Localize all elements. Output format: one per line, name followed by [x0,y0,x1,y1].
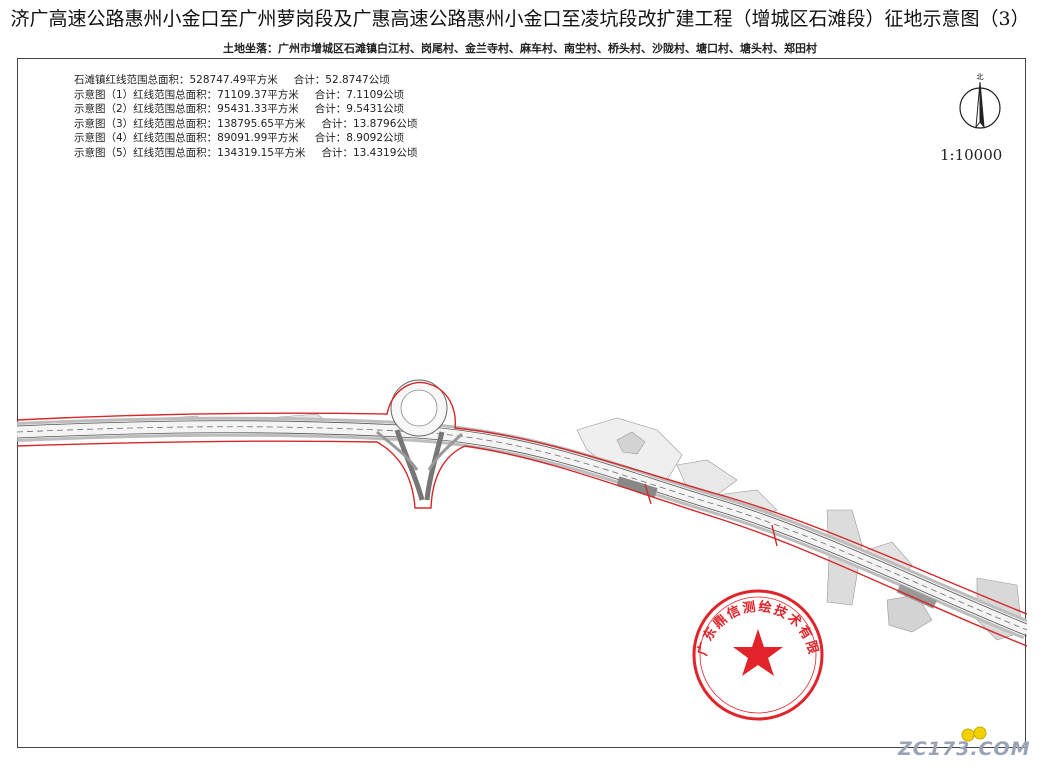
area-label: 示意图（5）红线范围总面积：134319.15平方米 [74,146,306,159]
terrain-features [136,413,1023,641]
north-arrow-icon: 北 [957,72,1003,136]
red-line-boundary [17,381,1027,647]
area-row: 示意图（3）红线范围总面积：138795.65平方米 合计：13.8796公顷 [74,117,417,132]
map-scale: 1:10000 [940,146,1003,164]
map-title: 济广高速公路惠州小金口至广州萝岗段及广惠高速公路惠州小金口至凌坑段改扩建工程（增… [10,8,1030,30]
watermark: ZC173.COM [898,738,1031,760]
land-acquisition-map [17,379,1027,647]
area-row: 石滩镇红线范围总面积：528747.49平方米 合计：52.8747公顷 [74,73,417,88]
company-seal: 广东鼎信测绘技术有限公司 [688,585,824,721]
area-row: 示意图（5）红线范围总面积：134319.15平方米 合计：13.4319公顷 [74,146,417,161]
area-row: 示意图（4）红线范围总面积：89091.99平方米 合计：8.9092公顷 [74,131,417,146]
land-location: 土地坐落：广州市增城区石滩镇白江村、岗尾村、金兰寺村、麻车村、南坣村、桥头村、沙… [223,42,817,55]
north-label: 北 [976,73,984,81]
interchange [376,379,464,501]
area-row: 示意图（2）红线范围总面积：95431.33平方米 合计：9.5431公顷 [74,102,417,117]
area-label: 示意图（4）红线范围总面积：89091.99平方米 [74,132,299,145]
area-row: 示意图（1）红线范围总面积：71109.37平方米 合计：7.1109公顷 [74,88,417,103]
area-total: 合计：9.5431公顷 [314,103,405,116]
area-total: 合计：13.8796公顷 [321,117,418,130]
expressway-road [17,416,1027,640]
area-total: 合计：13.4319公顷 [321,146,418,159]
area-total: 合计：52.8747公顷 [293,74,390,86]
area-label: 示意图（3）红线范围总面积：138795.65平方米 [74,117,306,130]
compass-icon [959,81,1001,129]
area-label: 示意图（1）红线范围总面积：71109.37平方米 [74,88,299,101]
area-summary-table: 石滩镇红线范围总面积：528747.49平方米 合计：52.8747公顷 示意图（… [74,73,417,161]
area-label: 石滩镇红线范围总面积：528747.49平方米 [74,74,278,86]
area-label: 示意图（2）红线范围总面积：95431.33平方米 [74,103,299,116]
map-frame [17,58,1026,748]
watermark-logo-icon [961,726,987,742]
area-total: 合计：7.1109公顷 [314,88,405,101]
area-total: 合计：8.9092公顷 [314,132,405,145]
